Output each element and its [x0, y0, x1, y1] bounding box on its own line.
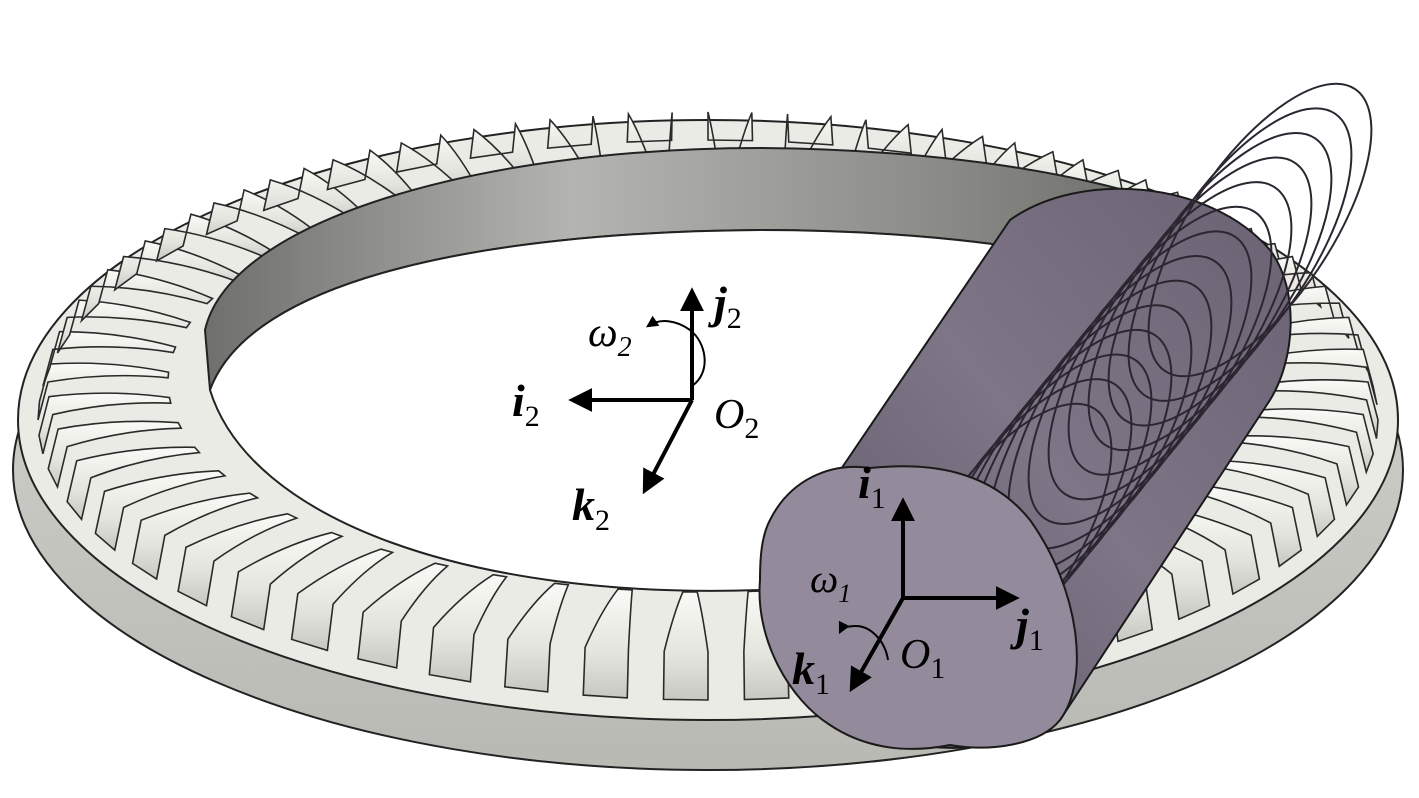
gear-tooth	[357, 562, 450, 669]
omega1-label: ω1	[810, 556, 851, 608]
i1-label: i1	[858, 457, 886, 515]
gear-tooth	[290, 548, 395, 652]
gear-tooth	[66, 446, 202, 522]
gear-tooth	[47, 420, 183, 490]
gear-frame: ω2 j2 i2 k2 O2	[512, 277, 759, 537]
omega2-label: ω2	[588, 310, 632, 363]
gear-tooth	[37, 362, 170, 421]
k2-label: k2	[572, 479, 610, 537]
gear-tooth	[131, 492, 260, 581]
omega1-rotation-arrow	[838, 620, 889, 661]
gear-tooth	[42, 330, 177, 387]
worm-end-face	[758, 465, 1078, 750]
gear-tooth	[177, 512, 299, 607]
gear-tooth	[38, 392, 172, 454]
worm-thread	[1127, 107, 1353, 402]
gear-tooth	[582, 588, 634, 699]
gear-tooth	[230, 531, 345, 631]
o1-label: O1	[900, 632, 945, 685]
gear-tooth	[503, 582, 570, 693]
omega2-rotation-arrow	[646, 315, 706, 387]
k1-label: k1	[792, 643, 830, 701]
i2-label: i2	[512, 375, 540, 433]
worm-thread	[1147, 82, 1373, 378]
gear-tooth	[428, 573, 508, 683]
o2-label: O2	[714, 392, 759, 445]
worm	[758, 82, 1373, 750]
k2-axis-arrow	[642, 399, 694, 495]
gear-tooth	[662, 590, 709, 701]
gear-tooth	[94, 470, 227, 552]
k1-axis-arrow	[849, 597, 905, 693]
